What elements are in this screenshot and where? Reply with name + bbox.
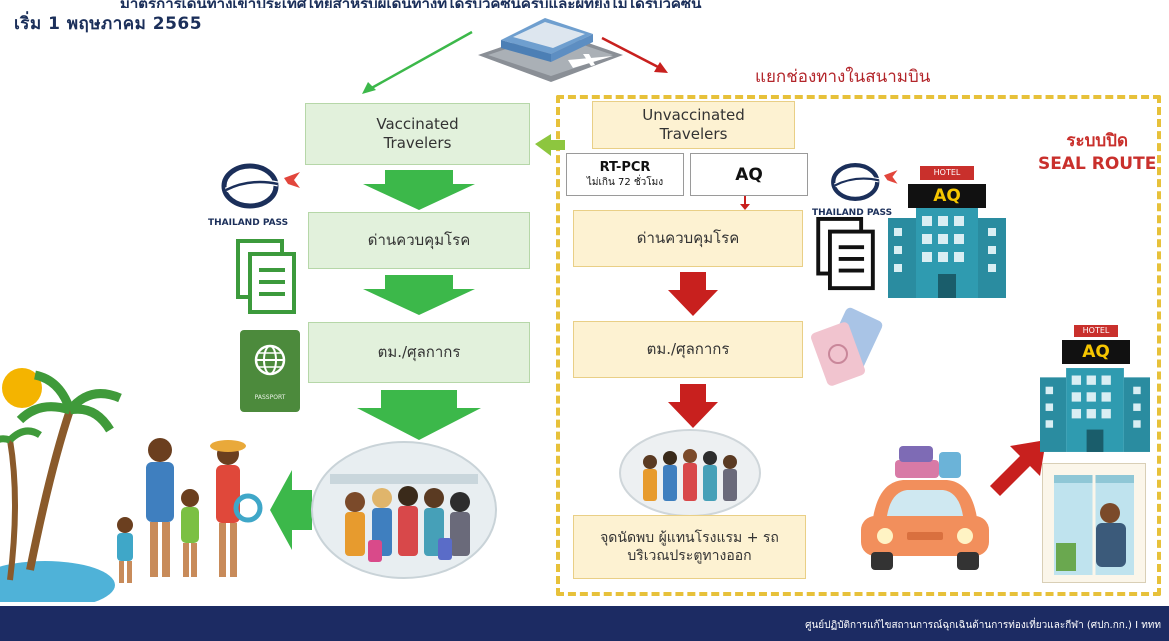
footer-credit: ศูนย์ปฏิบัติการแก้ไขสถานการณ์ฉุกเฉินด้าน… [805,620,1161,631]
document-icon-right [816,216,875,291]
seal-route-thai: ระบบปิด [1066,131,1128,151]
unvaccinated-travelers-box: Unvaccinated Travelers [592,101,795,149]
unvaccinated-checkpoint-box: ด่านควบคุมโรค [573,210,803,267]
red-small-down-arrow [740,196,750,210]
boarding-pass-icon [811,307,883,386]
tourists-beach-illustration [0,368,263,602]
red-down-arrow-2 [668,384,718,428]
seal-route-label: ระบบปิด SEAL ROUTE [1038,130,1156,176]
globe-icon [254,344,286,376]
travelers-crowd-left [311,441,497,579]
airport-icon [478,18,623,82]
thailand-pass-label-left: THAILAND PASS [208,218,289,228]
green-left-arrow [270,470,312,550]
vaccinated-travelers-label: Vaccinated Travelers [376,114,459,153]
vaccinated-immigration-label: ตม./ศุลกากร [377,342,461,361]
footer-bar [0,606,1169,641]
meeting-point-label: จุดนัดพบ ผู้แทนโรงแรม + รถบริเวณประตูทาง… [600,529,779,564]
hotel-sign-bottom: HOTEL [1074,325,1118,337]
rtpcr-box: RT-PCR ไม่เกิน 72 ชั่วโมง [566,153,684,196]
vaccinated-checkpoint-box: ด่านควบคุมโรค [308,212,530,269]
thailand-pass-logo-right: THAILAND PASS [812,160,912,222]
thailand-pass-swirl-icon-right [831,162,898,202]
thailand-pass-swirl-icon [221,163,300,209]
unvaccinated-travelers-label: Unvaccinated Travelers [642,105,745,144]
hotel-window-person-icon [1042,463,1146,583]
aq-box: AQ [690,153,808,196]
unvaccinated-immigration-box: ตม./ศุลกากร [573,321,803,378]
rtpcr-title: RT-PCR [599,159,651,175]
thailand-pass-label-right: THAILAND PASS [812,208,893,218]
thailand-pass-logo-left: THAILAND PASS [208,160,308,232]
red-down-arrow-1 [668,272,718,316]
hotel-facade-icon-top [888,208,1006,298]
meeting-point-box: จุดนัดพบ ผู้แทนโรงแรม + รถบริเวณประตูทาง… [573,515,806,579]
vaccinated-immigration-box: ตม./ศุลกากร [308,322,530,383]
hotel-aq-sign-top: AQ [908,184,986,208]
vaccinated-travelers-box: Vaccinated Travelers [305,103,530,165]
start-date-title: เริ่ม 1 พฤษภาคม 2565 [14,14,203,34]
passport-label: PASSPORT [254,394,286,401]
aq-label: AQ [735,164,763,185]
hotel-sign-top: HOTEL [920,166,974,180]
travelers-crowd-right [619,429,761,517]
lane-separation-label: แยกช่องทางในสนามบิน [755,67,931,87]
unvaccinated-checkpoint-label: ด่านควบคุมโรค [636,228,740,247]
rtpcr-subtitle: ไม่เกิน 72 ชั่วโมง [586,176,664,188]
car-with-luggage-icon [861,446,989,570]
red-diagonal-arrow [990,440,1046,496]
seal-route-english: SEAL ROUTE [1038,153,1157,174]
airport-split-arrows [362,30,668,94]
hotel-facade-icon-bottom [1040,368,1150,452]
green-down-arrow-3 [357,390,481,440]
header-top-line: มาตรการเดินทางเข้าประเทศไทยสำหรับผู้เดิน… [120,0,1100,8]
green-down-arrow-2 [363,275,475,315]
document-icon-left [236,239,296,314]
green-down-arrow-1 [363,170,475,210]
hotel-aq-building-top: HOTEL AQ [888,166,1006,298]
small-green-arrow [535,134,565,156]
seal-route-area [556,95,1161,596]
passport-icon: PASSPORT [240,330,300,412]
unvaccinated-immigration-label: ตม./ศุลกากร [646,339,730,358]
vaccinated-checkpoint-label: ด่านควบคุมโรค [367,230,471,249]
hotel-aq-building-bottom: HOTEL AQ [1040,325,1150,455]
hotel-aq-sign-bottom: AQ [1062,340,1130,364]
